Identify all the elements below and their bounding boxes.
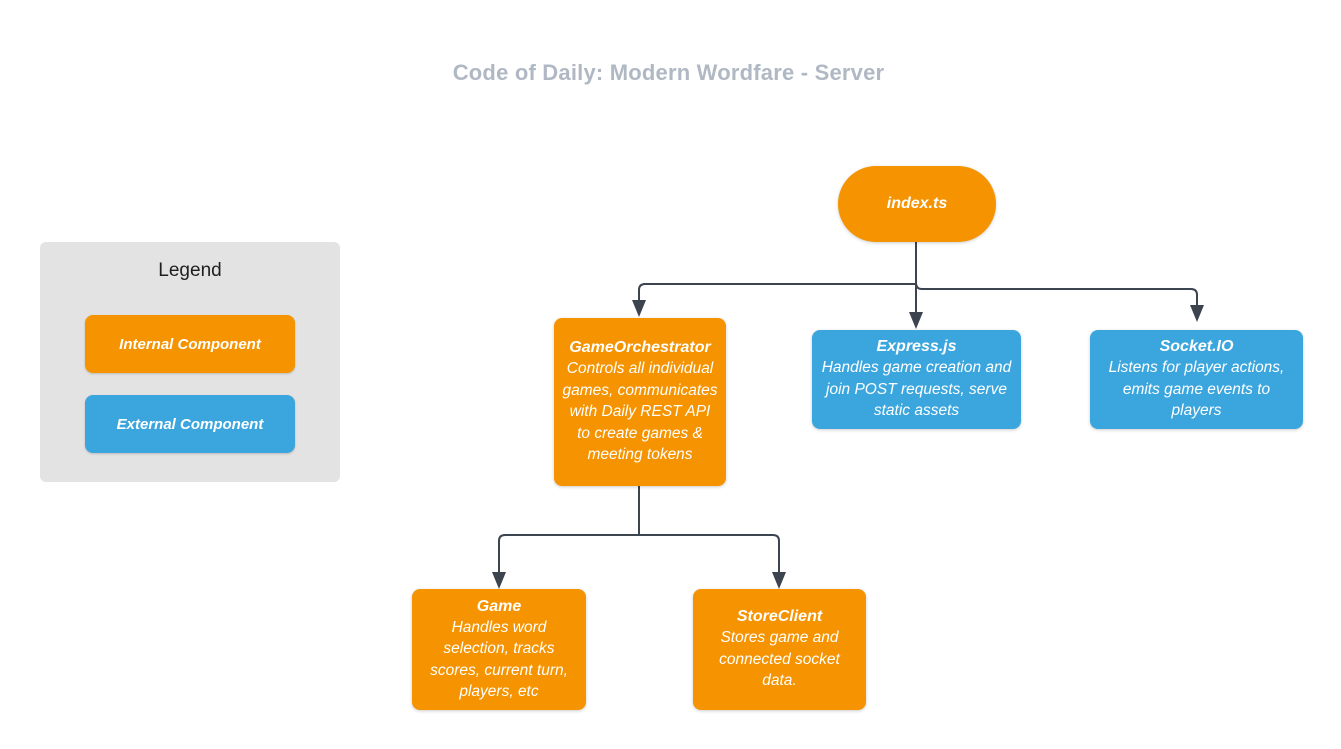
edge-index-to-express — [909, 242, 923, 329]
page-title-text: Code of Daily: Modern Wordfare - Server — [452, 60, 885, 85]
legend-item-external-component: External Component — [85, 395, 295, 453]
edge-gameorchestrator-to-game — [492, 486, 640, 589]
node-description: Handles game creation and join POST requ… — [821, 359, 1012, 420]
legend-item-label: External Component — [116, 415, 264, 433]
edge-gameorchestrator-to-storeclient — [638, 486, 786, 589]
legend-title: Legend — [158, 260, 222, 281]
node-title: Game — [476, 597, 522, 615]
legend-item-label: Internal Component — [119, 335, 261, 353]
node-game-orchestrator[interactable]: GameOrchestrator Controls all individual… — [554, 318, 726, 486]
edge-index-to-socketio — [915, 242, 1204, 322]
node-title: GameOrchestrator — [569, 339, 711, 357]
node-description: Stores game and connected socket data. — [719, 629, 840, 690]
edge-index-to-gameorchestrator — [632, 242, 917, 317]
node-title: StoreClient — [736, 608, 823, 626]
page-title: Code of Daily: Modern Wordfare - Server — [0, 60, 1341, 86]
legend-item-internal-component: Internal Component — [85, 315, 295, 373]
node-store-client[interactable]: StoreClient Stores game and connected so… — [693, 589, 866, 710]
node-description: Listens for player actions, emits game e… — [1108, 359, 1285, 420]
node-title: Express.js — [876, 338, 957, 356]
node-title: Socket.IO — [1159, 338, 1234, 356]
node-game[interactable]: Game Handles word selection, tracks scor… — [412, 589, 586, 710]
legend: Legend Internal Component External Compo… — [40, 242, 340, 482]
node-index-ts[interactable]: index.ts — [838, 166, 996, 242]
node-description: Controls all individual games, communica… — [562, 360, 718, 464]
node-socket-io[interactable]: Socket.IO Listens for player actions, em… — [1090, 330, 1303, 429]
node-title: index.ts — [886, 195, 948, 212]
node-express-js[interactable]: Express.js Handles game creation and joi… — [812, 330, 1021, 429]
node-description: Handles word selection, tracks scores, c… — [430, 618, 568, 701]
